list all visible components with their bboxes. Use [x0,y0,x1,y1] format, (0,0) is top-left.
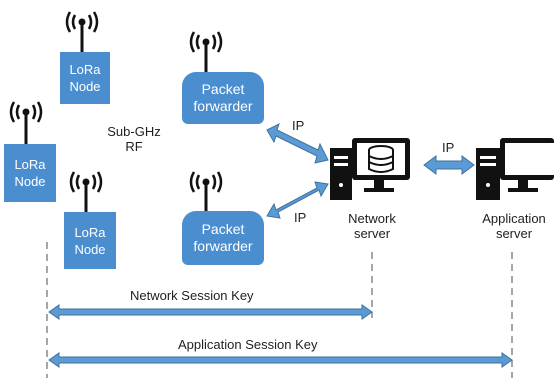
packet-forwarder: Packet forwarder [182,211,264,265]
ip-label-lower: IP [294,210,307,225]
antenna-icon [189,31,223,74]
network-session-key-label: Network Session Key [130,288,254,303]
network-server-label: Network server [342,211,402,241]
application-server-label-line: Application [482,211,546,226]
network-server-icon [330,138,410,200]
packet-forwarder-label: Packet [201,221,245,237]
antenna-icon [65,11,99,54]
ip-label-upper: IP [292,118,305,133]
packet-forwarder: Packet forwarder [182,72,264,124]
lora-node-label: LoRa [74,224,106,240]
lora-node-label: Node [74,241,106,257]
packet-forwarder-label: forwarder [193,238,253,254]
network-server-label-line: server [353,226,391,241]
packet-forwarder-label: Packet [201,81,245,97]
ip-arrow-upper [266,123,329,164]
ip-arrow-lower [266,181,329,219]
antenna-icon [189,171,223,214]
lora-node: LoRa Node [60,52,110,104]
lora-node-label: LoRa [14,157,46,172]
network-session-key-arrow [48,304,373,320]
rf-label-line: RF [125,139,143,154]
packet-forwarder-label: forwarder [193,98,253,114]
application-server-label-line: server [495,226,533,241]
application-session-key-arrow [48,352,513,368]
antenna-icon [69,171,103,214]
application-server-icon [476,138,554,200]
rf-label-line: Sub-GHz [107,124,161,139]
lora-node: LoRa Node [64,212,116,269]
ip-arrow-servers [423,155,475,175]
ip-label-servers: IP [442,140,455,155]
application-session-key-label: Application Session Key [178,337,318,352]
lora-node-label: Node [14,174,46,189]
antenna-icon [9,101,43,146]
application-server-label: Application server [474,211,554,241]
lora-node-label: LoRa [69,62,101,77]
rf-label: Sub-GHz RF [100,124,168,154]
lora-node: LoRa Node [4,144,56,202]
network-server-label-line: Network [348,211,396,226]
lora-node-label: Node [69,79,101,94]
